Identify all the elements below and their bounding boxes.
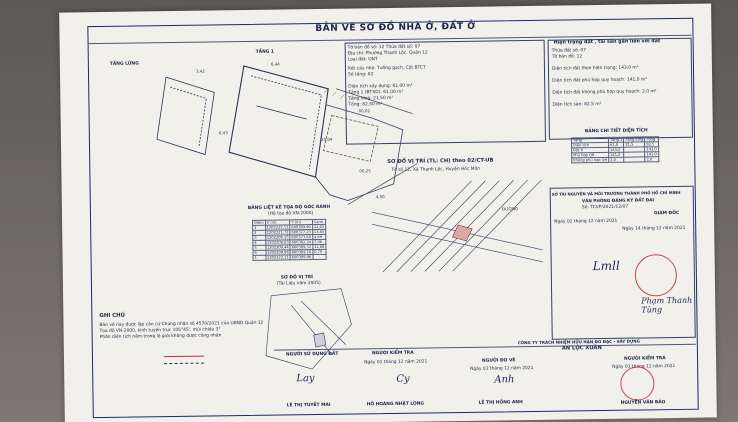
coord-cell: 1202209,96: [265, 249, 291, 256]
coord-cell: 600377,23: [289, 229, 313, 235]
area-cell: [624, 156, 646, 163]
coord-table-sub: (Hệ tọa độ VN-2000): [267, 211, 314, 217]
coord-cell: 600389,18: [290, 249, 313, 255]
sig3-role: NGƯỜI ĐO VẼ: [482, 358, 516, 364]
signature-2: Cy: [396, 373, 410, 385]
status-line-1: Tờ bản đồ: 12: [551, 54, 583, 60]
road-label: ĐƯỜNG: [502, 206, 518, 211]
sig-date-2: Ngày 01 tháng 12 năm 2021: [470, 365, 534, 372]
document-title: BẢN VẼ SƠ ĐỒ NHÀ Ở, ĐẤT Ở: [315, 21, 476, 34]
coord-cell: [312, 254, 327, 260]
small-location-map: [265, 288, 352, 370]
coord-cell: 600389,96: [290, 254, 313, 260]
svg-text:00,02: 00,02: [359, 108, 371, 113]
coord-cell: 600389,96: [289, 224, 313, 230]
company-name-2: AN LỘC XUÂN: [561, 345, 602, 352]
area-cell: Không phù hợp QH: [571, 157, 609, 163]
coord-cell: 1202222,11: [265, 224, 290, 231]
name-3: LÊ THỊ HỒNG ANH: [478, 400, 523, 406]
signature-1: Lay: [296, 373, 315, 385]
sig1-role: NGƯỜI SỬ DỤNG ĐẤT: [285, 351, 339, 358]
director-title: GIÁM ĐỐC: [653, 210, 680, 217]
coord-cell: 600382,24: [290, 239, 313, 245]
name-4: NGUYỄN VĂN BẢO: [620, 400, 666, 406]
mezzanine-outline: [156, 76, 215, 156]
svg-text:3,42: 3,42: [196, 69, 205, 74]
info-line-4: Số tầng: 02: [348, 72, 374, 78]
coord-cell: 1202208,83: [265, 239, 291, 246]
notes-title: GHI CHÚ: [99, 312, 126, 320]
coord-header: Điểm: [252, 220, 266, 226]
area-cell: 2,0: [608, 157, 625, 163]
document-sheet: BẢN VẼ SƠ ĐỒ NHÀ Ở, ĐẤT Ở TẦNG LỬNG TẦNG…: [59, 3, 717, 422]
signature-3: Anh: [494, 374, 515, 386]
date-right: Ngày 14 tháng 12 năm 2021: [622, 225, 686, 232]
info-line-2: Loại đất: ONT: [347, 57, 378, 63]
coord-cell: 600389,32: [290, 244, 313, 250]
coord-cell: 13,64: [312, 229, 326, 235]
svg-text:00,25: 00,25: [359, 168, 371, 173]
svg-text:13,04: 13,04: [321, 137, 333, 142]
name-1: LÊ THỊ TUYẾT MAI: [286, 402, 331, 409]
floor1-outline: [228, 65, 329, 178]
area-table-title: BẢNG CHI TIẾT DIỆN TÍCH: [584, 128, 648, 135]
floor-plan-drawing: 3,42 6,43 6,44 13,04 00,02 00,25 4,50: [156, 61, 418, 205]
signature-director: Phạm Thanh Tùng: [641, 295, 693, 315]
info-line-8: Tổng: 82,50 m²: [348, 102, 383, 108]
status-line-5: Diện tích sàn: 82,5 m²: [552, 102, 602, 108]
info-line-7: Tầng lửng: 21,50 m²: [348, 95, 394, 102]
office-code: Số: TCVP/2021/12/07: [581, 204, 629, 211]
location-diagram: ĐƯỜNG: [371, 179, 543, 273]
coord-cell: 12,85: [312, 224, 326, 230]
area-cell: Tầng lửng: [623, 136, 645, 143]
info-line-3: Kết cấu nhà: Tường gạch, Cột BTCT: [347, 65, 426, 72]
coord-cell: 600377,60: [290, 234, 313, 240]
coord-cell: 12,68: [312, 244, 326, 250]
area-cell: 141,0: [644, 151, 659, 157]
area-cell: Tầng 1: [608, 137, 624, 143]
info-line-1: Địa chỉ: Phường Thạnh Lộc, Quận 12: [347, 50, 428, 57]
svg-text:4,50: 4,50: [376, 194, 385, 199]
coord-cell: 1202221,72: [265, 229, 291, 236]
coord-cell: 1202208,15: [265, 234, 291, 241]
sig-date-1: Ngày 01 tháng 12 năm 2021: [364, 359, 428, 366]
area-cell: 143,0: [644, 146, 659, 152]
name-2: HỒ HOÀNG NHẬT LONG: [366, 401, 425, 408]
area-cell: 2,0: [644, 156, 659, 162]
parcel-highlight: [451, 224, 473, 242]
coord-cell: 1: [253, 255, 266, 261]
signature-agency: Lmll: [592, 258, 620, 274]
coord-cell: 1202222,11: [265, 254, 291, 261]
svg-text:6,44: 6,44: [271, 61, 280, 66]
sig4-role: NGƯỜI KIỂM TRA: [624, 356, 666, 362]
office-name: VĂN PHÒNG ĐĂNG KÝ ĐẤT ĐAI: [581, 197, 655, 204]
sign-date: Ngày 02 tháng 12 năm 2021: [554, 218, 618, 225]
coord-cell: 1202209,44: [265, 244, 291, 251]
svg-text:6,43: 6,43: [219, 130, 228, 135]
sig2-role: NGƯỜI KIỂM TRA: [371, 350, 414, 357]
